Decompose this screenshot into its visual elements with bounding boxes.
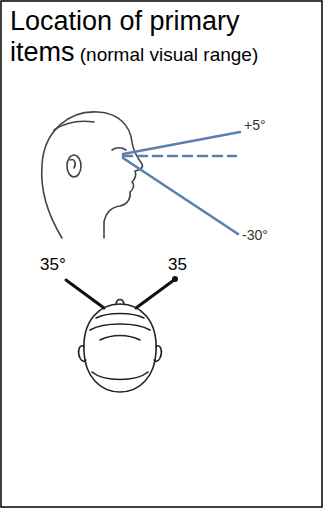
line-end-dot [172,276,178,282]
right-angle-line [136,280,174,308]
angle-label: 35° [40,256,66,275]
upper-sight-line [123,132,240,154]
angle-label: -30° [242,228,268,243]
horizontal-sight-line [123,155,236,158]
angle-label: +5° [244,118,266,133]
head-profile [42,112,143,238]
subtitle: (normal visual range) [75,44,259,65]
head-top-view [79,300,162,393]
left-angle-line [66,280,104,308]
angle-lines [66,280,174,308]
sight-lines [123,132,240,234]
lower-sight-line [123,158,238,234]
heading-block: Location of primary items (normal visual… [10,6,260,68]
angle-label: 35 [168,256,187,275]
